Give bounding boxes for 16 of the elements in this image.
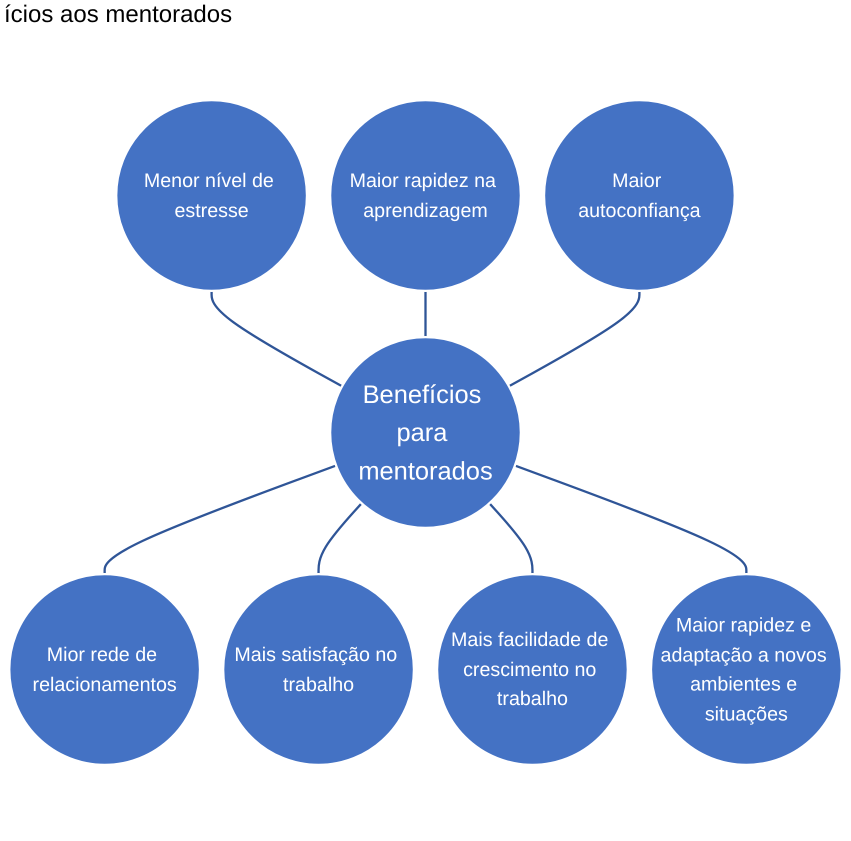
node-circle: Mais satisfação no trabalho [222, 572, 416, 766]
node-circle: Maior rapidez e adaptação a novos ambientes e situações [650, 572, 843, 766]
connector [424, 290, 427, 338]
node-circle: Menor nível de estresse [115, 98, 308, 292]
connector [508, 290, 641, 388]
node-circle: Mior rede de relacionamentos [8, 572, 202, 766]
node-circle: Mais facilidade de crescimento no trabalho [436, 572, 629, 766]
connector [103, 464, 336, 574]
connector [210, 290, 343, 388]
connector [514, 464, 748, 574]
diagram-title: ícios aos mentorados [4, 0, 234, 30]
node-circle: Benefícios para mentorados [328, 336, 522, 530]
node-circle: Maior rapidez na aprendizagem [328, 98, 522, 292]
connector [317, 502, 362, 574]
connector [488, 502, 534, 574]
node-circle: Maior autoconfiança [542, 98, 736, 292]
